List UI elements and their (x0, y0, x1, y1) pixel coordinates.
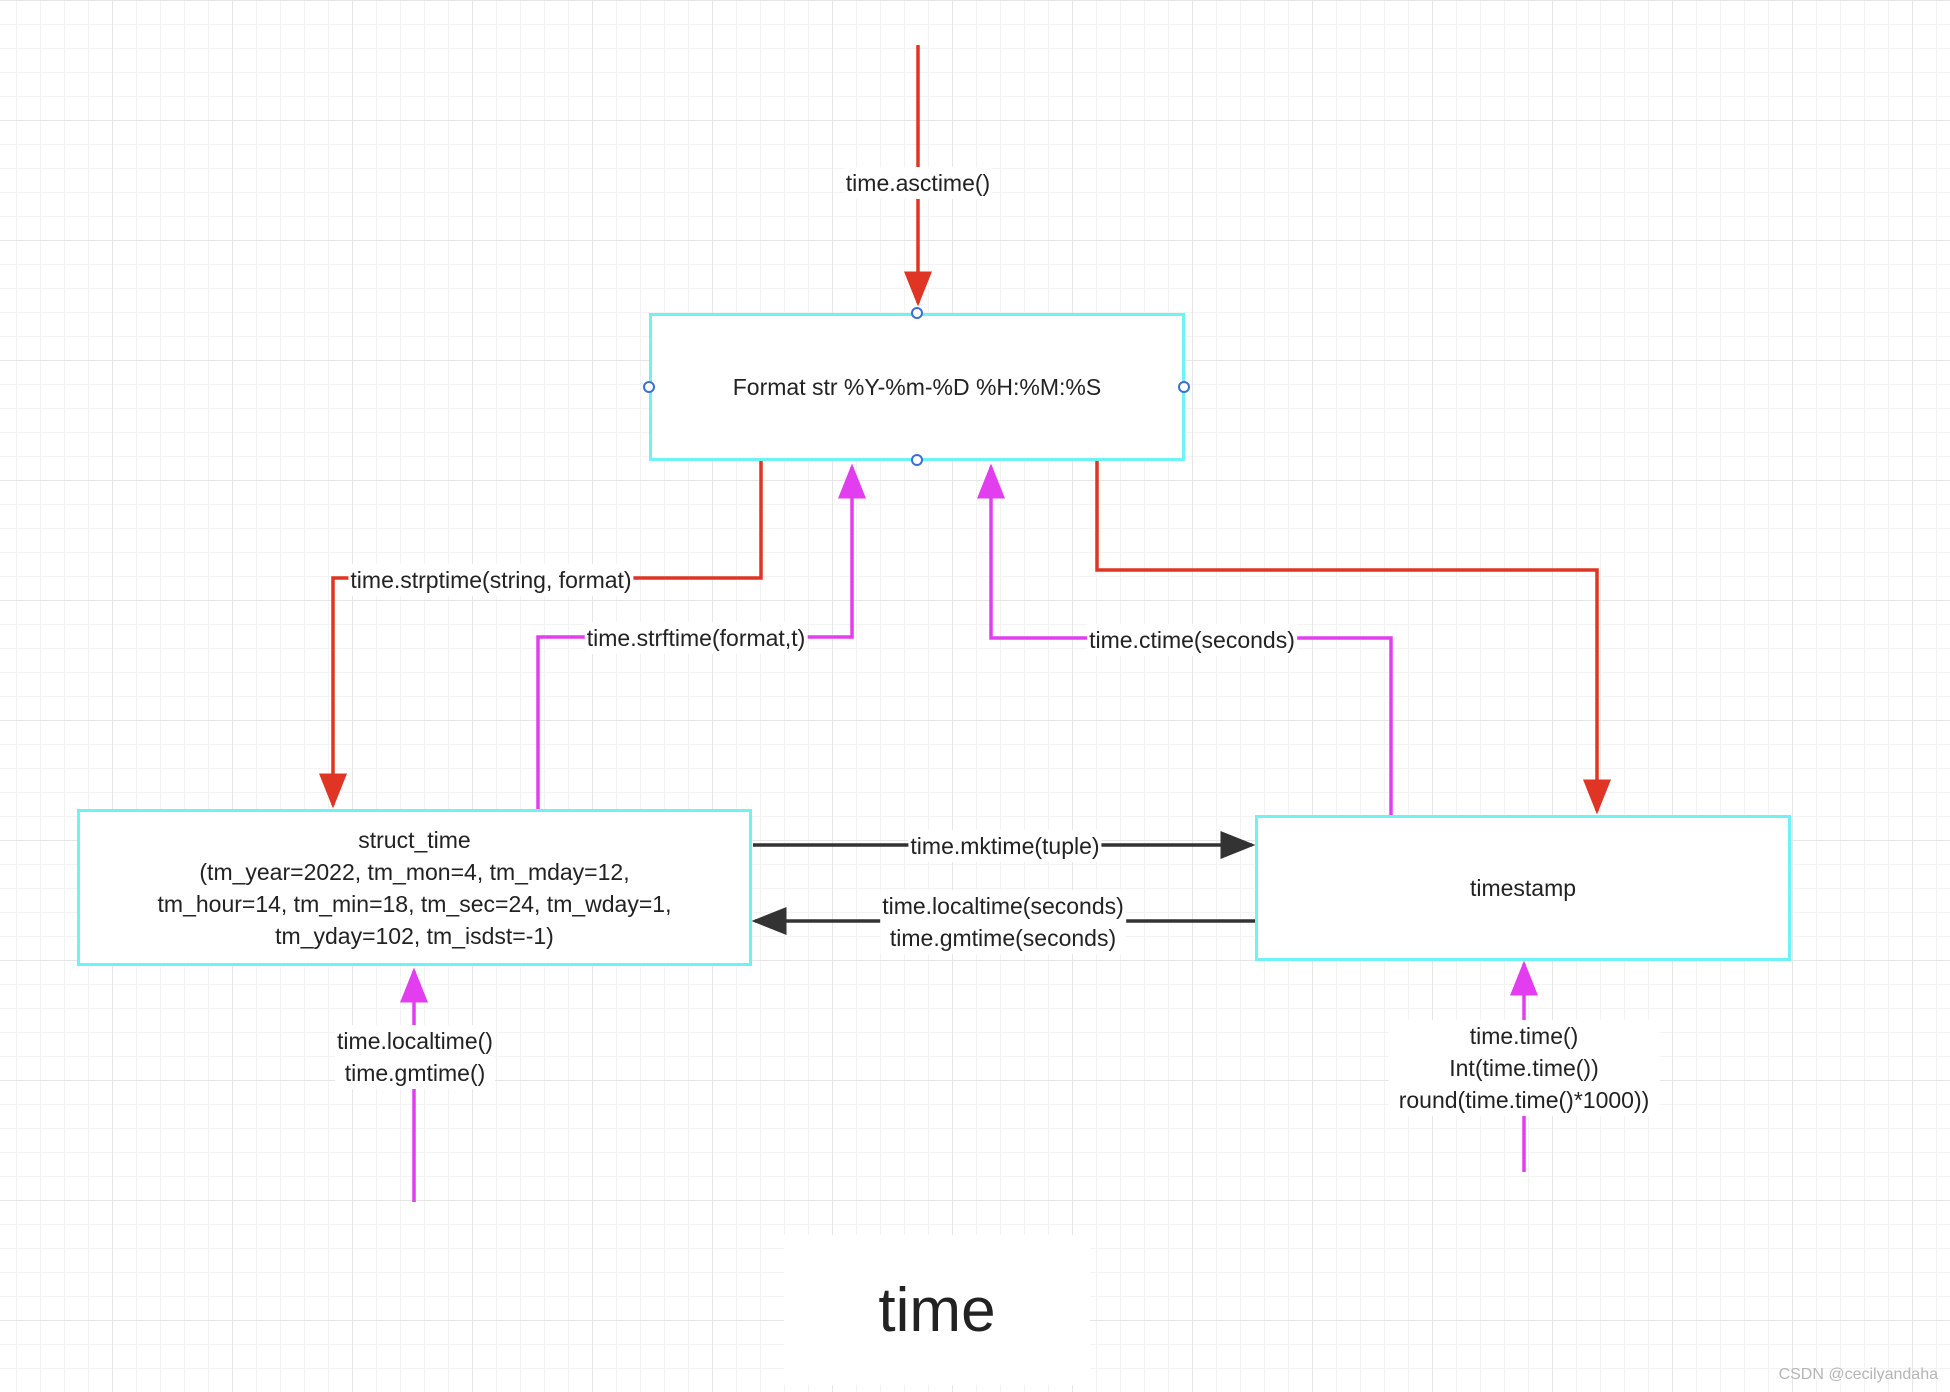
edge-label-strptime: time.strptime(string, format) (348, 564, 634, 596)
connection-handle-right[interactable] (1178, 381, 1190, 393)
edge-label-localtime-seconds: time.localtime(seconds) time.gmtime(seco… (880, 890, 1126, 954)
node-timestamp[interactable]: timestamp (1255, 815, 1791, 961)
node-format-str[interactable]: Format str %Y-%m-%D %H:%M:%S (649, 313, 1185, 461)
edge-label-asctime: time.asctime() (843, 167, 993, 199)
connection-handle-left[interactable] (643, 381, 655, 393)
connection-handle-top[interactable] (911, 307, 923, 319)
edge-label-mktime: time.mktime(tuple) (908, 830, 1102, 862)
edge-label-ctime: time.ctime(seconds) (1087, 624, 1297, 656)
edge-label-strftime: time.strftime(format,t) (584, 622, 808, 654)
connection-handle-bottom[interactable] (911, 454, 923, 466)
edge-format-to-timestamp (1095, 461, 1611, 815)
node-timestamp-label: timestamp (1469, 875, 1577, 901)
diagram-title: time (878, 1275, 996, 1345)
edge-label-time-functions: time.time() Int(time.time()) round(time.… (1388, 1020, 1660, 1116)
node-struct-time[interactable]: struct_time (tm_year=2022, tm_mon=4, tm_… (77, 809, 752, 966)
diagram-title-box: time (784, 1235, 1090, 1385)
edge-label-localtime-gmtime: time.localtime() time.gmtime() (335, 1025, 495, 1089)
watermark: CSDN @cecilyandaha (1778, 1366, 1938, 1383)
node-format-str-label: Format str %Y-%m-%D %H:%M:%S (732, 374, 1102, 400)
node-struct-time-label: struct_time (tm_year=2022, tm_mon=4, tm_… (157, 826, 672, 949)
